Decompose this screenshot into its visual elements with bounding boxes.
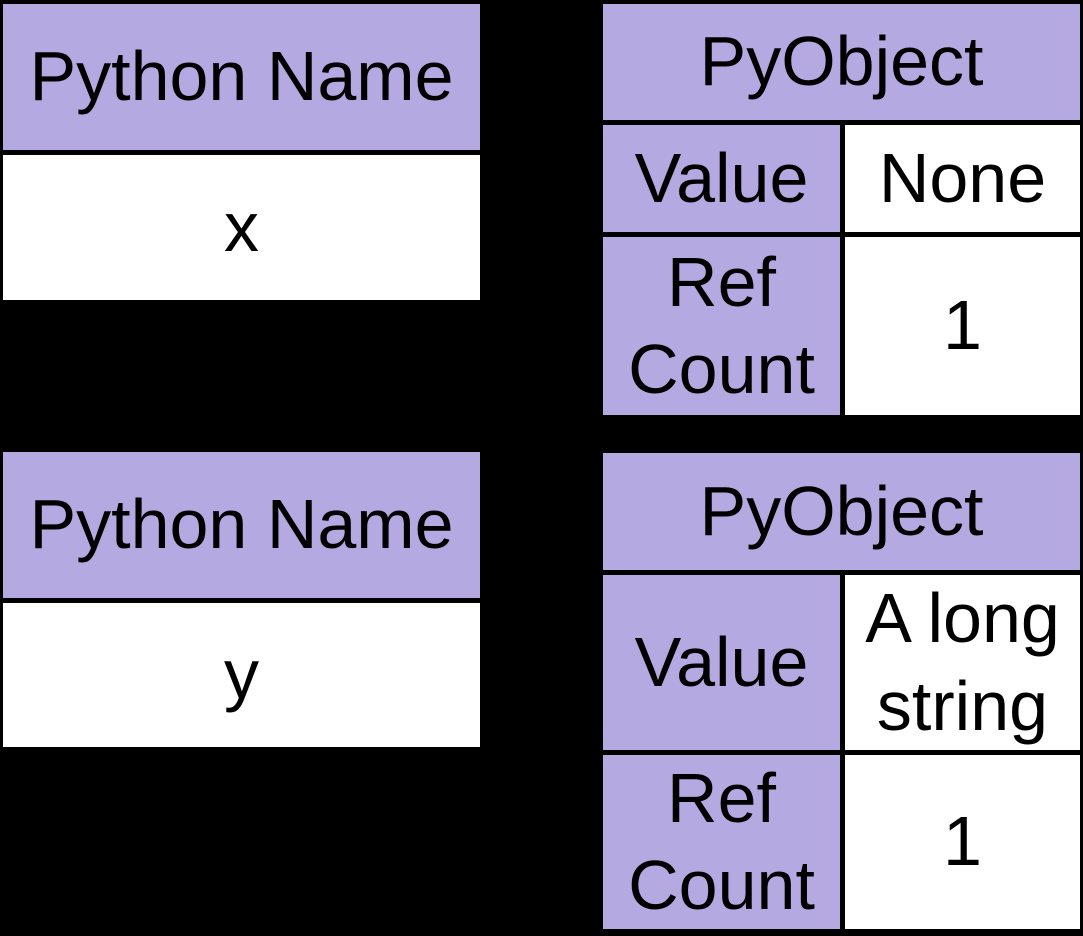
value-label: Value <box>603 125 840 232</box>
refcount-label: Ref Count <box>603 755 840 929</box>
pyobject-table-string: PyObject Value A long string Ref Count 1 <box>603 453 1080 929</box>
value-cell: A long string <box>845 575 1080 750</box>
pyobject-header: PyObject <box>603 453 1080 570</box>
python-name-table-y: Python Name y <box>3 452 480 747</box>
python-name-header: Python Name <box>3 4 480 150</box>
refcount-cell: 1 <box>845 237 1080 415</box>
pyobject-table-none: PyObject Value None Ref Count 1 <box>603 4 1080 415</box>
pyobject-header: PyObject <box>603 4 1080 120</box>
value-cell: None <box>845 125 1080 232</box>
refcount-cell: 1 <box>845 755 1080 929</box>
python-name-value-x: x <box>3 155 480 300</box>
refcount-label: Ref Count <box>603 237 840 415</box>
python-name-value-y: y <box>3 603 480 747</box>
python-name-header: Python Name <box>3 452 480 598</box>
value-label: Value <box>603 575 840 750</box>
python-name-table-x: Python Name x <box>3 4 480 300</box>
